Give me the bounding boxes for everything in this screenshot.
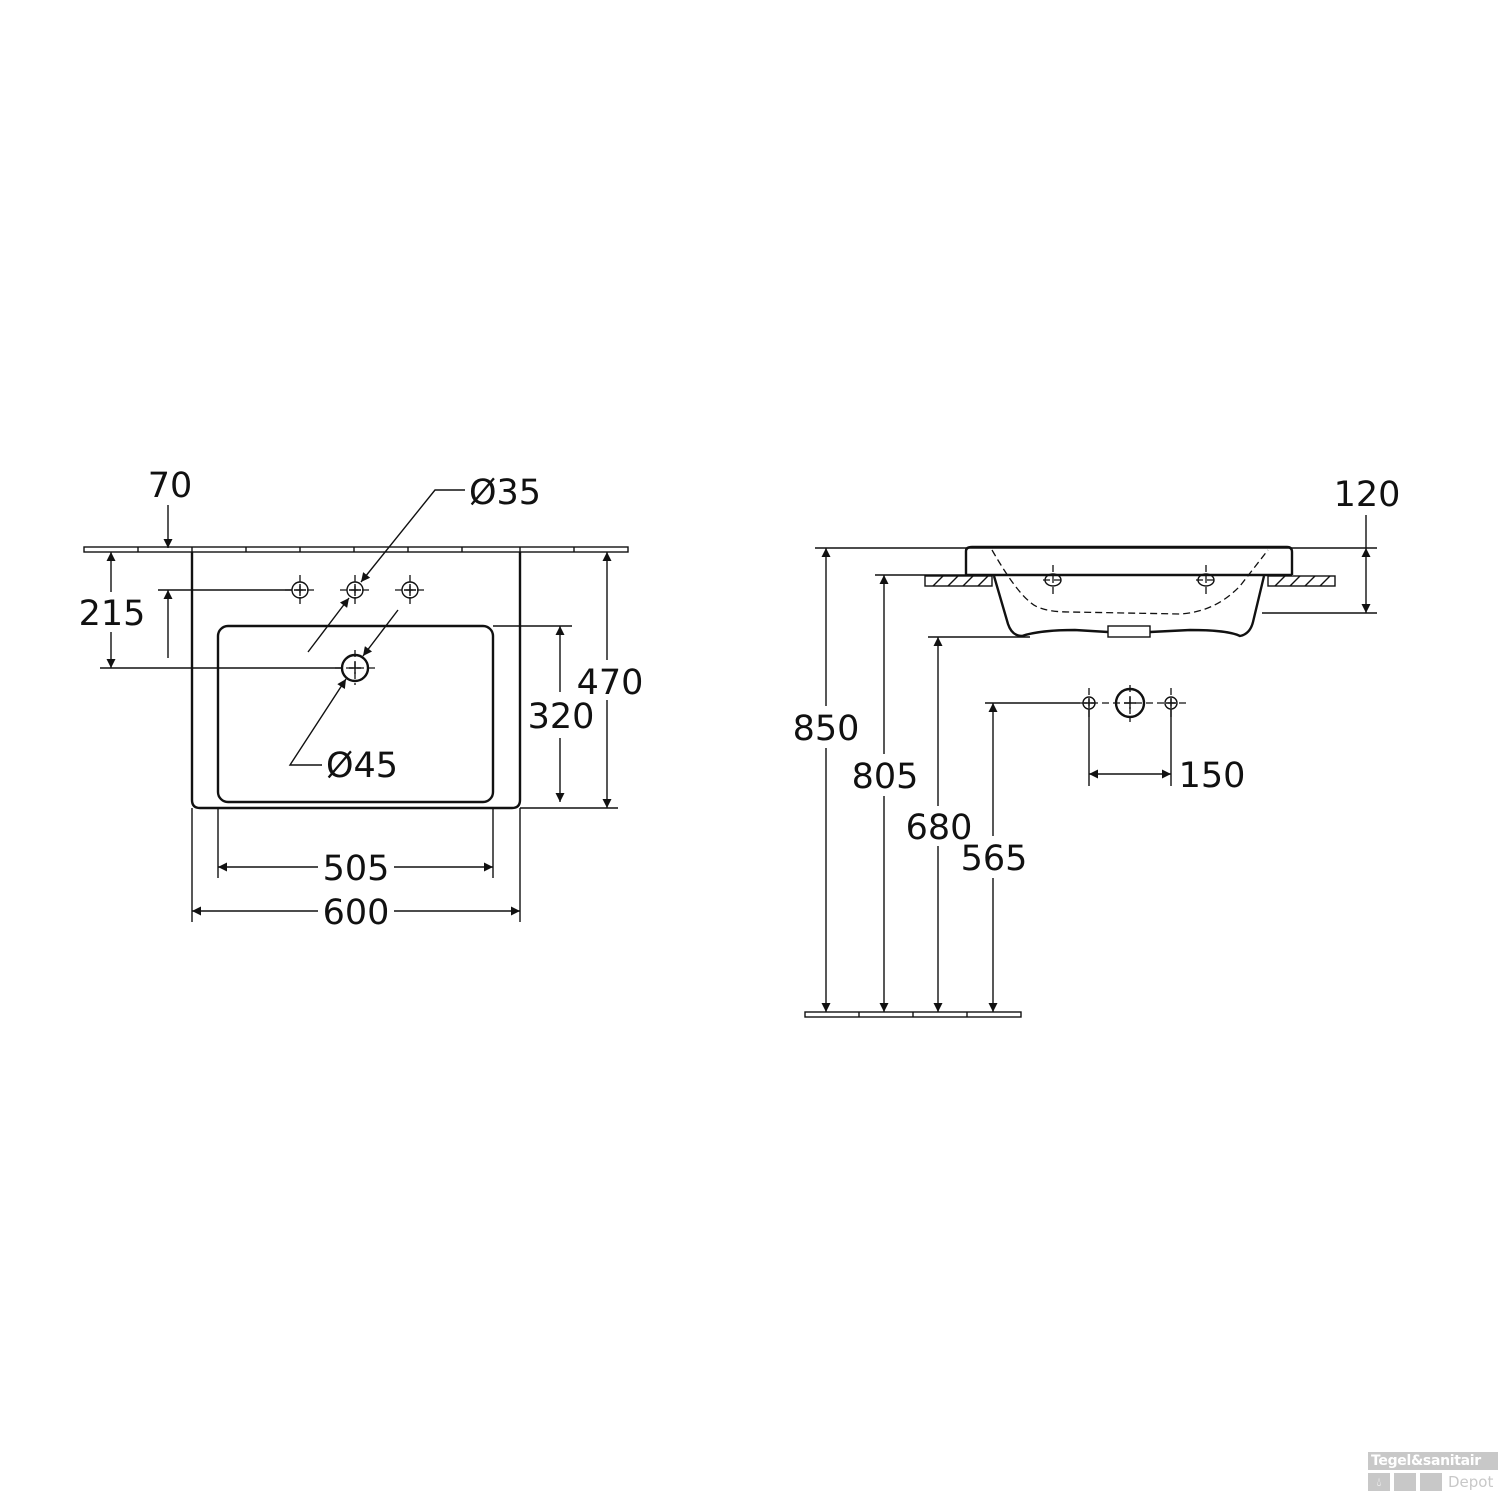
dim-counter-height: 805 (852, 757, 919, 797)
watermark-logo: Tegel&sanitair 💧︎ Depot (1368, 1452, 1498, 1491)
tap-holes (285, 575, 425, 605)
tap-hole-icon (1196, 565, 1216, 598)
logo-brand-top: Tegel&sanitair (1368, 1452, 1498, 1470)
connection-hole-icon (1082, 696, 1096, 710)
dim-overall-width: 600 (323, 893, 390, 933)
dim-waste-diameter: Ø45 (326, 746, 398, 786)
dim-connection-height: 565 (961, 839, 1028, 879)
basin-body (992, 575, 1266, 638)
drain-connection-icon (1114, 687, 1146, 719)
plan-view: 70 215 470 320 505 600 Ø35 Ø45 (79, 466, 644, 933)
countertop-hatched (924, 575, 1336, 587)
dim-basin-height: 120 (1334, 475, 1401, 515)
dim-bowl-width: 505 (323, 849, 390, 889)
dim-connection-spacing: 150 (1179, 756, 1246, 796)
dim-bottom-height: 680 (906, 808, 973, 848)
dim-overall-depth: 470 (577, 663, 644, 703)
basin-rim (964, 545, 1294, 575)
dim-bowl-depth: 320 (528, 697, 595, 737)
dim-waste-depth: 215 (79, 594, 146, 634)
bowl-outline (216, 624, 495, 804)
logo-brand-bottom: Depot (1448, 1473, 1494, 1491)
logo-tile (1420, 1473, 1442, 1491)
dim-tap-hole-offset: 70 (148, 466, 193, 506)
side-view: 850 805 680 565 120 150 (793, 475, 1401, 1018)
dim-tap-hole-diameter: Ø35 (469, 473, 541, 513)
bowl-inner-contour (991, 549, 1269, 615)
logo-tile (1394, 1473, 1416, 1491)
drop-icon: 💧︎ (1368, 1473, 1390, 1491)
tap-hole-icon (395, 575, 425, 605)
tap-hole-icon (340, 575, 370, 605)
dim-rim-height: 850 (793, 709, 860, 749)
connection-hole-icon (1164, 696, 1178, 710)
wall-line (83, 546, 629, 553)
basin-outline (190, 552, 522, 810)
tap-hole-icon (1043, 565, 1063, 598)
drain-outlet (1107, 625, 1151, 638)
floor-line (804, 1011, 1022, 1018)
